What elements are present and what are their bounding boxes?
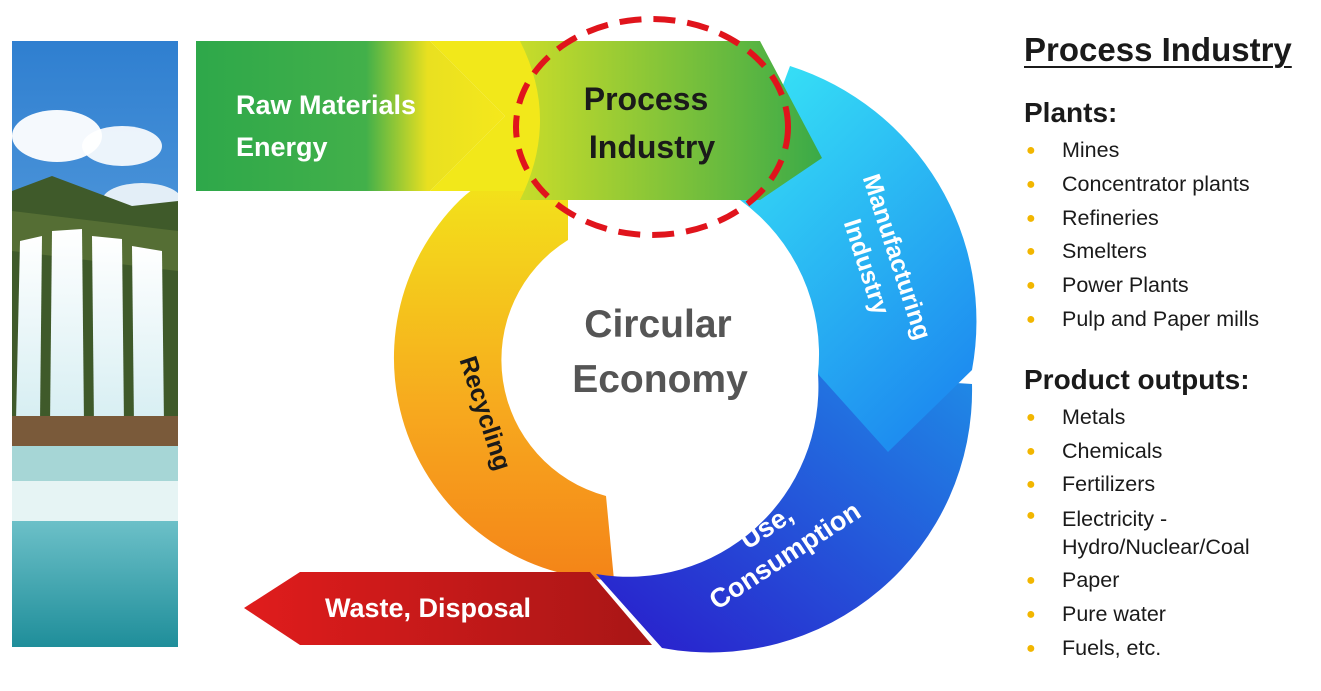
plants-heading: Plants:	[1024, 97, 1118, 128]
list-item: ●Smelters	[1024, 235, 1314, 269]
bullet-dot-icon: ●	[1026, 408, 1036, 426]
list-item: ●Electricity -Hydro/Nuclear/Coal	[1024, 502, 1314, 564]
bullet-dot-icon: ●	[1026, 476, 1036, 494]
process-industry-highlight-circle	[513, 16, 791, 238]
economy-label: Economy	[572, 358, 748, 401]
recycling-arrow	[393, 161, 614, 581]
raw-materials-label: Raw Materials	[236, 90, 416, 120]
bullet-dot-icon: ●	[1026, 243, 1036, 261]
use-consumption-arrow	[596, 374, 973, 653]
circular-economy-diagram: Raw Materials Energy Process Industry Ma…	[196, 16, 977, 653]
bullet-dot-icon: ●	[1026, 639, 1036, 657]
bullet-dot-icon: ●	[1026, 277, 1036, 295]
process-industry-panel: Process Industry Plants: ●Mines ●Concent…	[1024, 30, 1314, 666]
waterfall-photo	[12, 41, 178, 647]
panel-title: Process Industry	[1024, 31, 1292, 68]
list-item: ●Fertilizers	[1024, 468, 1314, 502]
plants-list: ●Mines ●Concentrator plants ●Refineries …	[1024, 134, 1314, 337]
process-industry-arrow	[520, 41, 822, 200]
bullet-dot-icon: ●	[1026, 142, 1036, 159]
list-item: ●Power Plants	[1024, 269, 1314, 303]
raw-materials-energy-arrow	[196, 41, 505, 191]
list-item: ●Pure water	[1024, 598, 1314, 632]
list-item: ●Metals	[1024, 401, 1314, 435]
list-item: ●Paper	[1024, 564, 1314, 598]
product-outputs-heading: Product outputs:	[1024, 363, 1250, 395]
bullet-dot-icon: ●	[1026, 175, 1036, 193]
list-item: ●Concentrator plants	[1024, 168, 1314, 202]
bullet-dot-icon: ●	[1026, 209, 1036, 227]
bullet-dot-icon: ●	[1026, 572, 1036, 590]
bullet-dot-icon: ●	[1026, 442, 1036, 460]
waste-disposal-label: Waste, Disposal	[325, 593, 531, 623]
list-item: ●Refineries	[1024, 202, 1314, 236]
bullet-dot-icon: ●	[1026, 507, 1036, 525]
bullet-dot-icon: ●	[1026, 310, 1036, 328]
list-item: ●Mines	[1024, 134, 1314, 168]
list-item: ●Fuels, etc.	[1024, 632, 1314, 666]
circular-label: Circular	[584, 303, 731, 346]
waste-disposal-arrow	[244, 572, 652, 645]
industry-label: Industry	[589, 129, 715, 165]
process-label: Process	[584, 81, 709, 117]
bullet-dot-icon: ●	[1026, 605, 1036, 623]
outputs-list: ●Metals ●Chemicals ●Fertilizers ●Electri…	[1024, 401, 1314, 666]
list-item: ●Pulp and Paper mills	[1024, 303, 1314, 337]
list-item: ●Chemicals	[1024, 435, 1314, 469]
energy-label: Energy	[236, 132, 328, 162]
